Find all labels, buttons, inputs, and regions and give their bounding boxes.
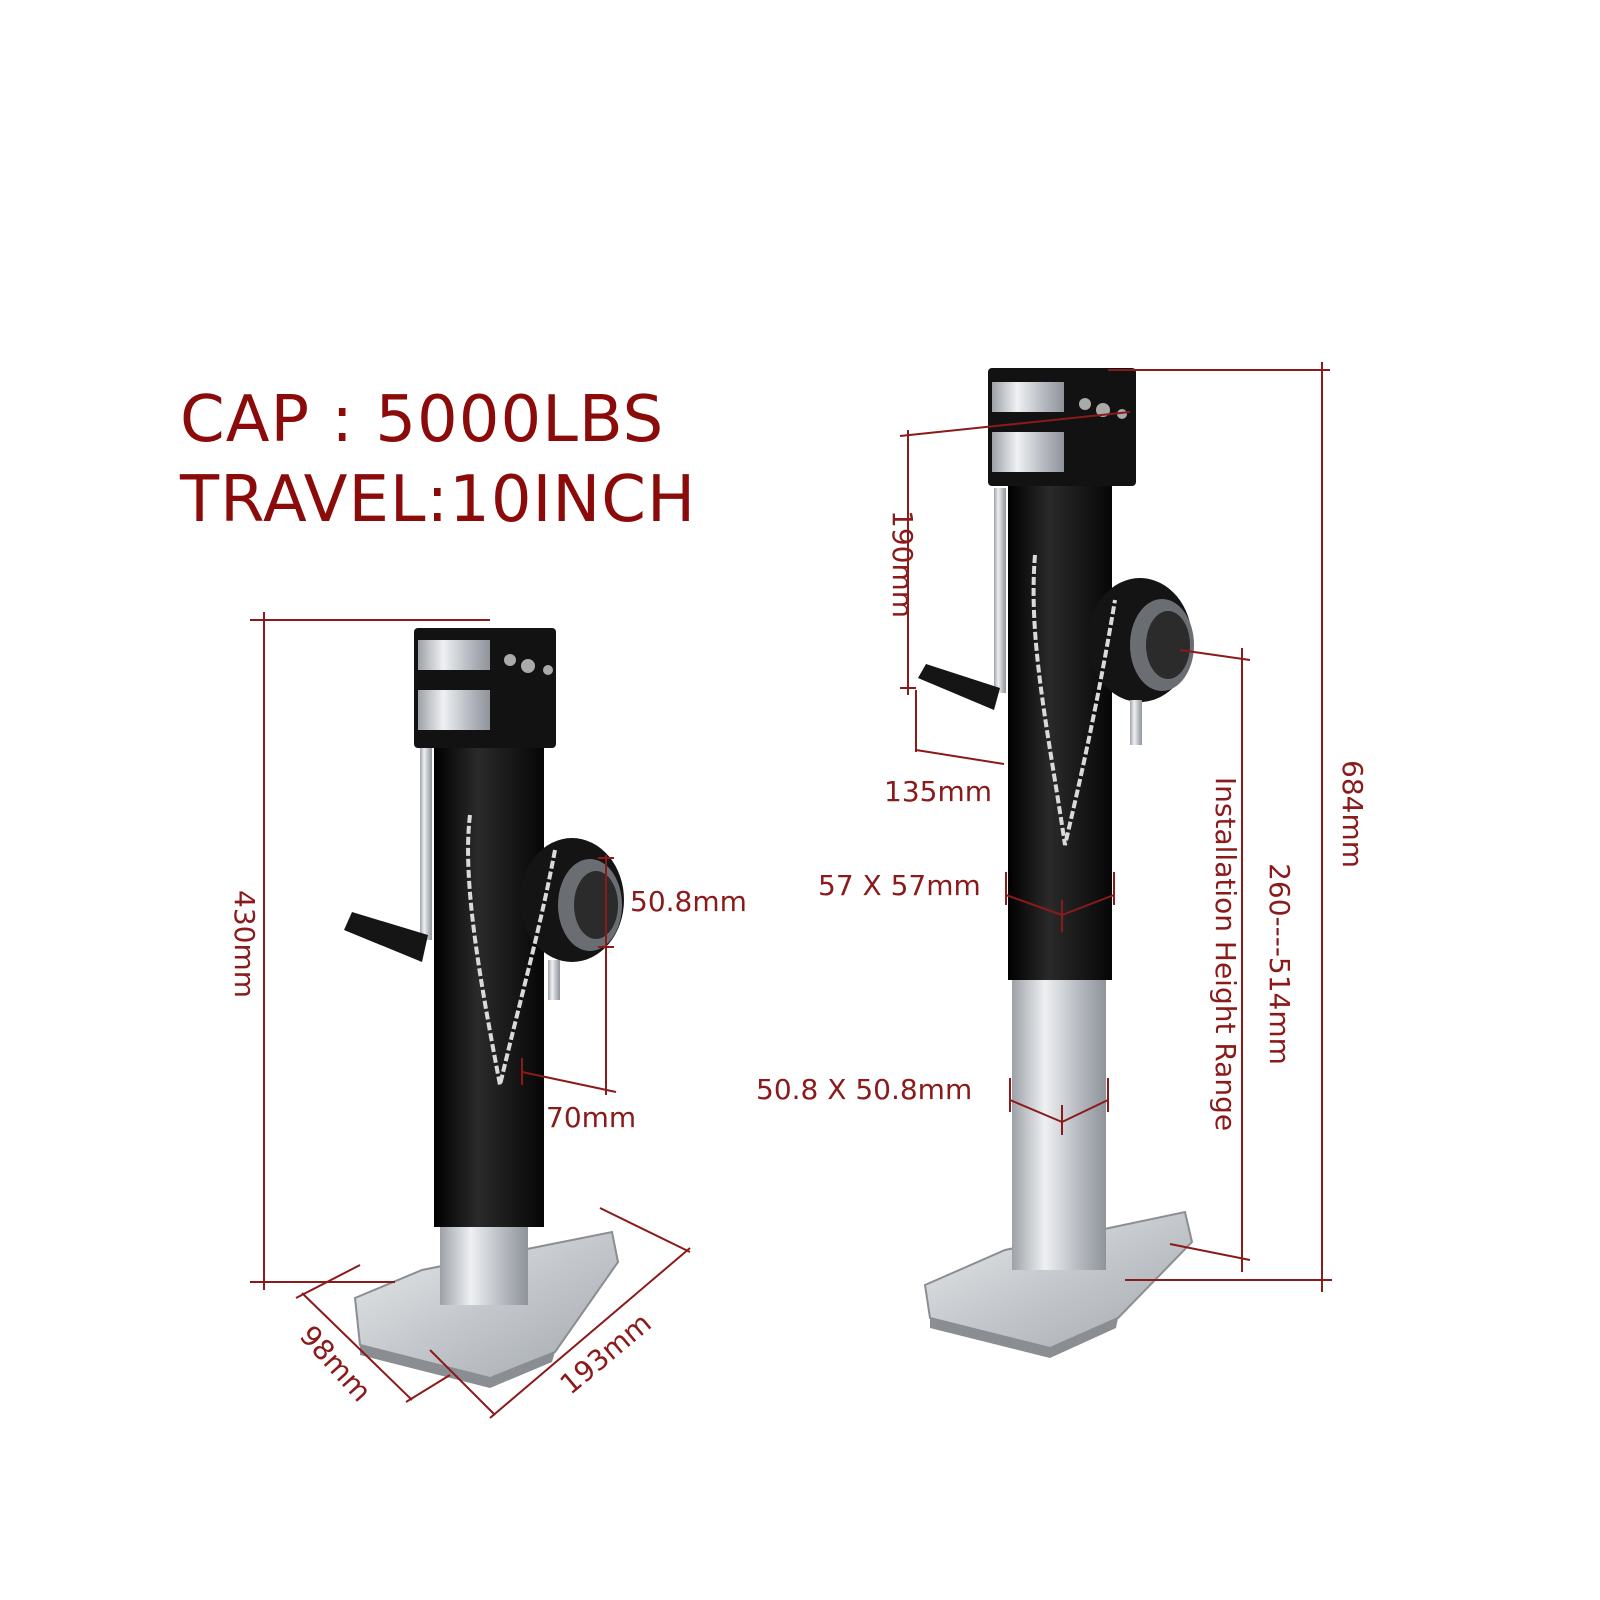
left-jack bbox=[344, 628, 624, 1388]
right-crank-handle bbox=[918, 664, 1000, 710]
right-head-length-label: 190mm bbox=[886, 510, 919, 618]
capacity-heading: CAP : 5000LBS bbox=[180, 383, 665, 457]
left-height-label: 430mm bbox=[228, 890, 261, 998]
right-inner-tube-label: 50.8 X 50.8mm bbox=[756, 1073, 973, 1106]
dimension-lines bbox=[250, 362, 1332, 1419]
travel-heading: TRAVEL:10INCH bbox=[180, 463, 697, 537]
right-height-range-label: Installation Height Range bbox=[1209, 776, 1243, 1132]
left-chain bbox=[466, 814, 557, 1086]
left-offset-label: 70mm bbox=[546, 1101, 637, 1134]
right-outer-tube-label: 57 X 57mm bbox=[818, 869, 981, 902]
right-range-value-label: 260----514mm bbox=[1262, 863, 1296, 1065]
left-tube-diameter-label: 50.8mm bbox=[630, 885, 747, 918]
right-jack bbox=[918, 368, 1194, 1358]
right-inner-tube bbox=[1012, 978, 1106, 1270]
right-handle-length-label: 135mm bbox=[884, 775, 992, 808]
right-outer-tube bbox=[1008, 482, 1112, 980]
right-chain bbox=[1031, 554, 1117, 846]
right-total-height-label: 684mm bbox=[1336, 760, 1369, 868]
left-outer-tube bbox=[434, 742, 544, 1227]
left-crank-handle bbox=[344, 912, 428, 962]
left-inner-tube bbox=[440, 1220, 528, 1305]
